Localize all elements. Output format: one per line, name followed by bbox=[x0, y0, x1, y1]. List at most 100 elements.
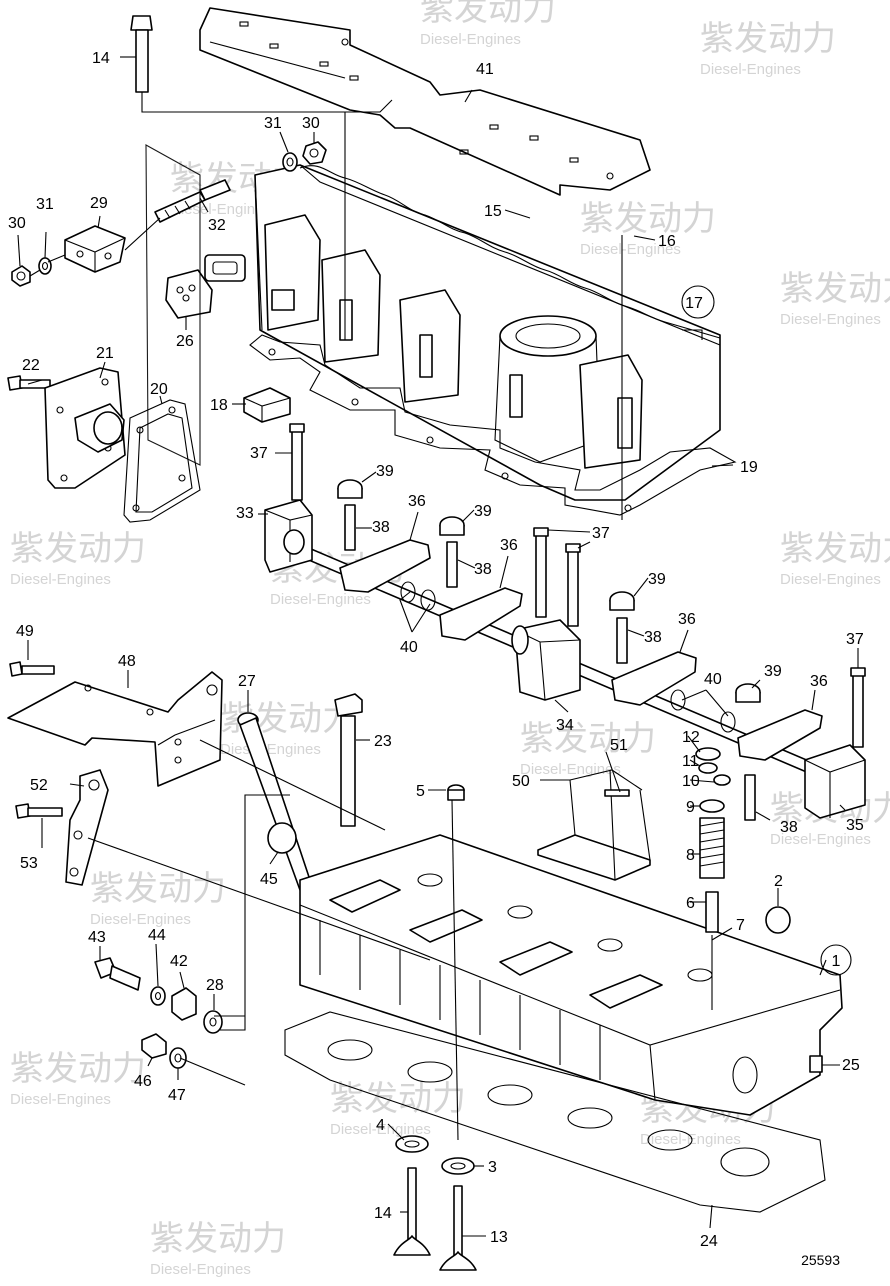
valve-keepers-12-11-10 bbox=[695, 747, 731, 786]
seal-5 bbox=[447, 784, 465, 801]
label-30a: 30 bbox=[302, 115, 320, 132]
label-11: 11 bbox=[682, 753, 699, 770]
label-21: 21 bbox=[96, 345, 114, 362]
label-17: 17 bbox=[685, 295, 703, 312]
watermark-sub: Diesel-Engines bbox=[780, 311, 881, 328]
label-32: 32 bbox=[208, 217, 226, 234]
label-36c: 36 bbox=[678, 611, 696, 628]
head-gasket-24 bbox=[284, 1011, 826, 1213]
bracket-48 bbox=[7, 671, 223, 787]
label-36d: 36 bbox=[810, 673, 828, 690]
label-23: 23 bbox=[374, 733, 392, 750]
watermark-brand: 紫发动力 bbox=[10, 530, 146, 568]
bracket-50 bbox=[537, 769, 651, 881]
label-16: 16 bbox=[658, 233, 676, 250]
label-47: 47 bbox=[168, 1087, 186, 1104]
nut-30-top bbox=[302, 141, 327, 165]
watermark-sub: Diesel-Engines bbox=[10, 571, 111, 588]
nut-30-left bbox=[11, 265, 31, 287]
label-18: 18 bbox=[210, 397, 228, 414]
label-31a: 31 bbox=[264, 115, 282, 132]
watermark-sub: Diesel-Engines bbox=[780, 571, 881, 588]
block-18 bbox=[243, 387, 291, 423]
label-22: 22 bbox=[22, 357, 40, 374]
watermark-sub: Diesel-Engines bbox=[420, 31, 521, 48]
label-9: 9 bbox=[686, 799, 695, 816]
bolt-23 bbox=[334, 693, 363, 827]
label-26: 26 bbox=[176, 333, 194, 350]
plug-45 bbox=[267, 822, 297, 854]
label-37b: 37 bbox=[592, 525, 610, 542]
label-24: 24 bbox=[700, 1233, 718, 1250]
plug-2 bbox=[765, 906, 791, 934]
watermark-sub: Diesel-Engines bbox=[640, 1131, 741, 1148]
valve-seat-3 bbox=[441, 1157, 475, 1175]
label-35: 35 bbox=[846, 817, 864, 834]
label-15: 15 bbox=[484, 203, 502, 220]
label-48: 48 bbox=[118, 653, 136, 670]
stud-32 bbox=[154, 179, 231, 223]
label-50: 50 bbox=[512, 773, 530, 790]
watermark-sub: Diesel-Engines bbox=[770, 831, 871, 848]
watermark-brand: 紫发动力 bbox=[10, 1050, 146, 1088]
label-14a: 14 bbox=[92, 50, 110, 67]
label-41: 41 bbox=[476, 61, 494, 78]
label-5: 5 bbox=[416, 783, 425, 800]
watermark-brand: 紫发动力 bbox=[420, 0, 556, 28]
label-51: 51 bbox=[610, 737, 628, 754]
label-2: 2 bbox=[774, 873, 783, 890]
label-40a: 40 bbox=[400, 639, 418, 656]
valve-seat-4 bbox=[395, 1135, 429, 1153]
label-45: 45 bbox=[260, 871, 278, 888]
bolt-51 bbox=[604, 789, 630, 797]
label-1: 1 bbox=[832, 953, 841, 970]
label-3: 3 bbox=[488, 1159, 497, 1176]
label-19: 19 bbox=[740, 459, 758, 476]
watermark-sub: Diesel-Engines bbox=[90, 911, 191, 928]
label-39d: 39 bbox=[764, 663, 782, 680]
label-6: 6 bbox=[686, 895, 695, 912]
rocker-assembly bbox=[264, 423, 866, 821]
washer-47 bbox=[169, 1047, 187, 1069]
label-34: 34 bbox=[556, 717, 574, 734]
callout-labels: 17 1 14 41 31 30 30 31 29 32 15 16 26 22… bbox=[8, 50, 864, 1250]
watermark-brand: 紫发动力 bbox=[780, 530, 890, 568]
injector-sleeve-27 bbox=[237, 712, 313, 891]
adapter-42 bbox=[171, 987, 197, 1021]
label-7: 7 bbox=[736, 917, 745, 934]
label-38c: 38 bbox=[644, 629, 662, 646]
watermark-brand: 紫发动力 bbox=[330, 1080, 466, 1118]
watermark-brand: 紫发动力 bbox=[150, 1220, 286, 1258]
watermark-brand: 紫发动力 bbox=[700, 20, 836, 58]
label-36b: 36 bbox=[500, 537, 518, 554]
label-44: 44 bbox=[148, 927, 166, 944]
bolt-14-top bbox=[130, 15, 153, 93]
label-52: 52 bbox=[30, 777, 48, 794]
bolt-22 bbox=[7, 375, 51, 391]
sleeve-25 bbox=[809, 1055, 823, 1073]
label-38d: 38 bbox=[780, 819, 798, 836]
label-4: 4 bbox=[376, 1117, 385, 1134]
sensor-43 bbox=[94, 957, 141, 991]
valve-13 bbox=[439, 1185, 477, 1271]
label-37c: 37 bbox=[846, 631, 864, 648]
label-33: 33 bbox=[236, 505, 254, 522]
valve-cover-gasket-19 bbox=[249, 334, 737, 516]
watermark-sub: Diesel-Engines bbox=[220, 741, 321, 758]
label-12: 12 bbox=[682, 729, 700, 746]
label-31b: 31 bbox=[36, 196, 54, 213]
label-46: 46 bbox=[134, 1073, 152, 1090]
spring-retainer-9 bbox=[699, 799, 725, 813]
label-25: 25 bbox=[842, 1057, 860, 1074]
label-37a: 37 bbox=[250, 445, 268, 462]
watermark-sub: Diesel-Engines bbox=[580, 241, 681, 258]
label-8: 8 bbox=[686, 847, 695, 864]
watermark-brand: 紫发动力 bbox=[580, 200, 716, 238]
label-38b: 38 bbox=[474, 561, 492, 578]
watermark-brand: 紫发动力 bbox=[780, 270, 890, 308]
valve-cover-17 bbox=[204, 164, 721, 501]
heat-shield-41 bbox=[199, 7, 651, 196]
watermark-layer: 紫发动力 Diesel-Engines 紫发动力 Diesel-Engines 紫发… bbox=[10, 0, 890, 1278]
bracket-52 bbox=[65, 769, 109, 886]
watermark-brand: 紫发动力 bbox=[520, 720, 656, 758]
